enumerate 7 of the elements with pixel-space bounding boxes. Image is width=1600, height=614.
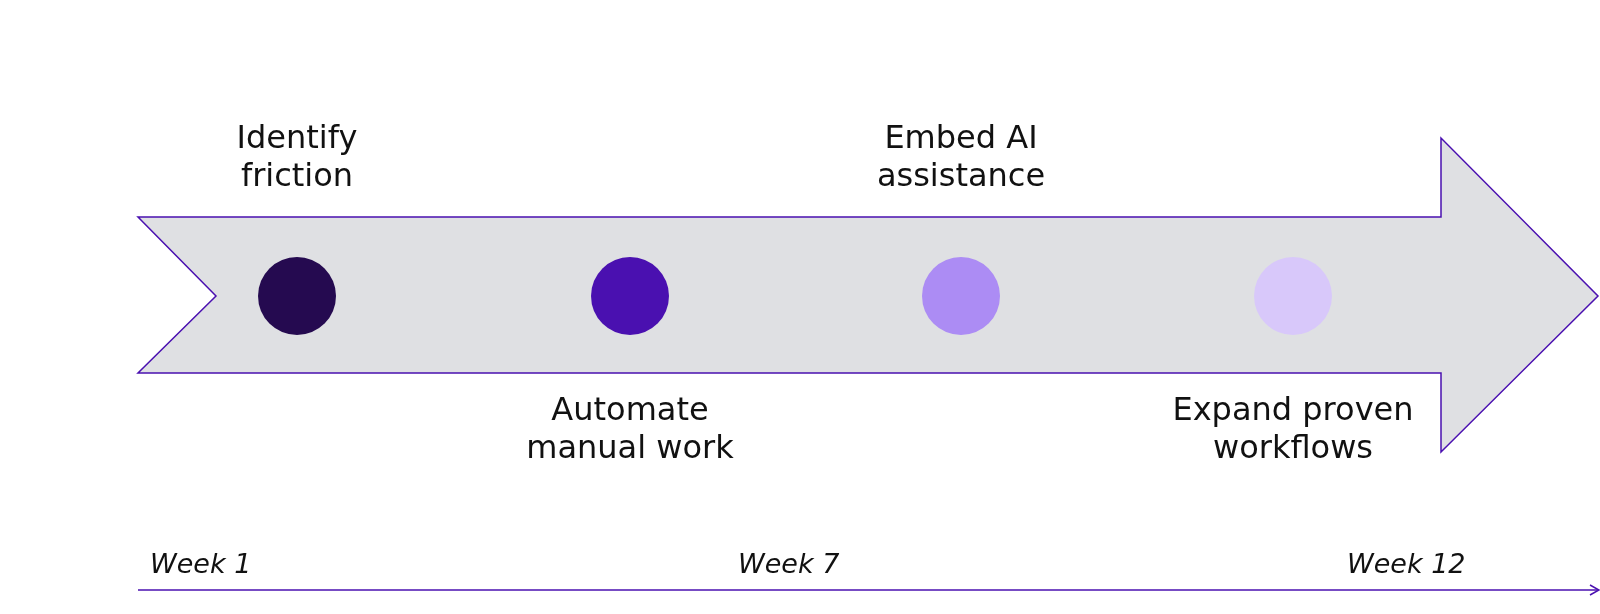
- week-label: Week 12: [1347, 548, 1466, 579]
- milestone-label: Identify friction: [235, 118, 359, 194]
- week-label: Week 1: [150, 548, 252, 579]
- milestone-label: Automate manual work: [525, 390, 735, 466]
- week-label: Week 7: [738, 548, 840, 579]
- milestone-label: Embed AI assistance: [875, 118, 1047, 194]
- milestone-label: Expand proven workflows: [1171, 390, 1415, 466]
